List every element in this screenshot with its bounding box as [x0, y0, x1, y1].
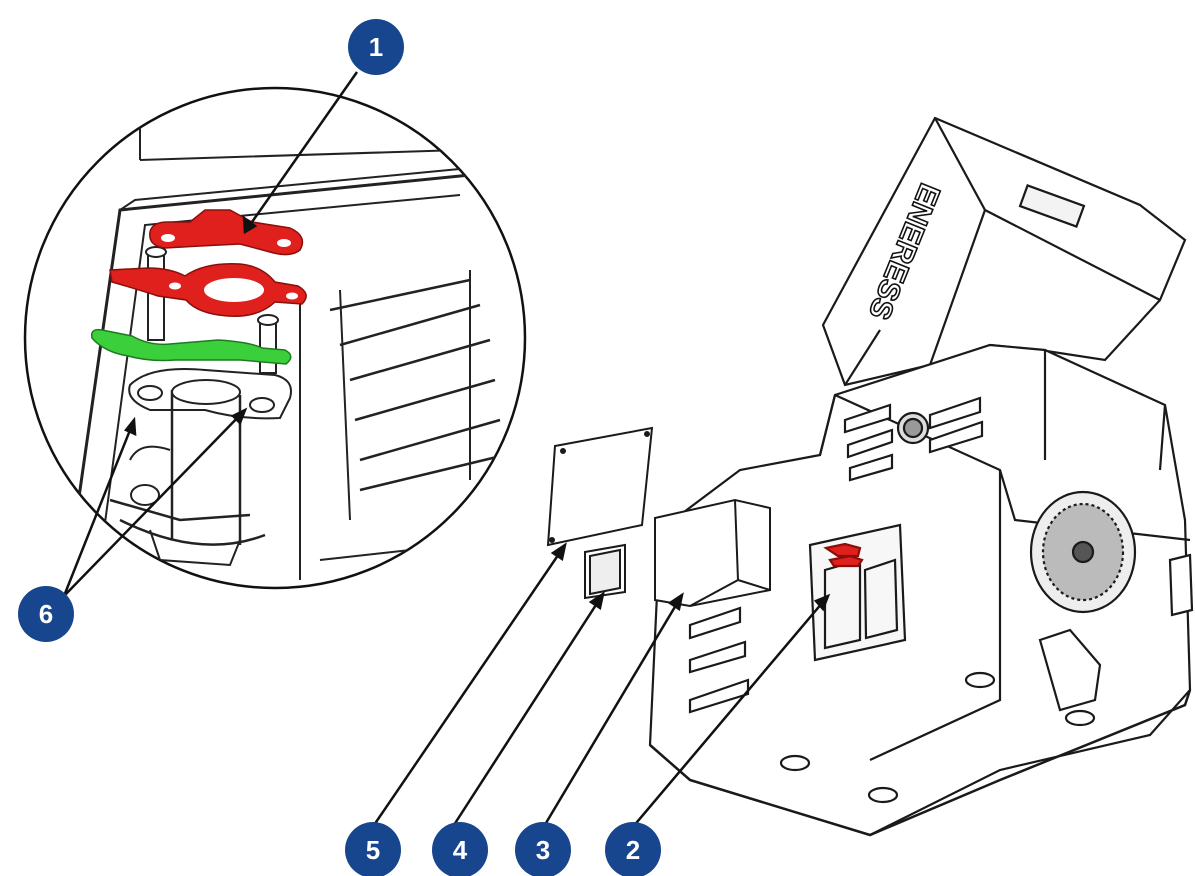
- stud-right: [259, 317, 277, 374]
- block-cover-part-3: [654, 498, 771, 608]
- side-hardware: [1038, 628, 1102, 712]
- green-shim: [90, 328, 292, 365]
- main-unit-assembly: ENERESS: [648, 116, 1194, 837]
- hopper-slot: [1018, 183, 1086, 229]
- callout-3-label: 3: [536, 835, 550, 865]
- callout-6-label: 6: [39, 599, 53, 629]
- callout-5: 5: [345, 822, 401, 876]
- detail-magnifier: [23, 86, 527, 590]
- callout-2-label: 2: [626, 835, 640, 865]
- callout-4-label: 4: [453, 835, 468, 865]
- cooling-fins: [329, 278, 506, 492]
- upper-hopper-box: [821, 116, 1187, 387]
- cover-plate-part-5: [546, 426, 654, 547]
- upper-vent-slots: [843, 396, 984, 482]
- callout-4: 4: [432, 822, 488, 876]
- callout-1: 1: [348, 19, 404, 75]
- main-housing-body: [648, 343, 1192, 837]
- callout-1-label: 1: [369, 32, 383, 62]
- red-gasket-top: [149, 209, 304, 256]
- callout-3: 3: [515, 822, 571, 876]
- base-plate: [649, 689, 1192, 837]
- callout-5-label: 5: [366, 835, 380, 865]
- callout-6: 6: [18, 586, 74, 642]
- small-red-gasket: [823, 542, 862, 558]
- leader-lines: [62, 71, 831, 829]
- exploded-panels: [546, 426, 771, 608]
- callout-2: 2: [605, 822, 661, 876]
